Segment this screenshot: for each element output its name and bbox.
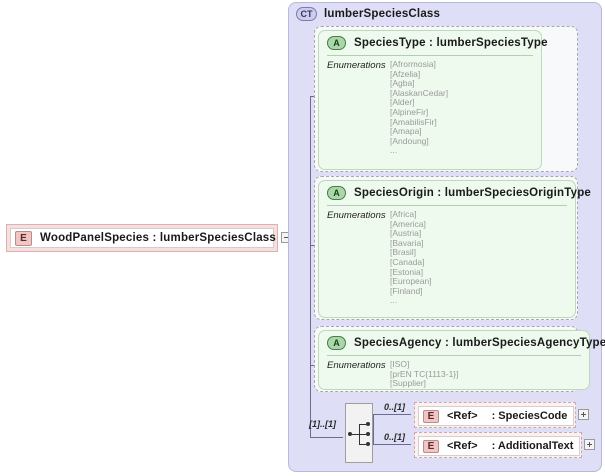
attribute-header-0: A SpeciesType : lumberSpeciesType <box>327 36 548 50</box>
attribute-title-1: SpeciesOrigin : lumberSpeciesOriginType <box>354 187 592 199</box>
enumeration-value: [Finland] <box>390 285 423 296</box>
enumeration-value: [AlaskanCedar] <box>390 87 449 98</box>
attribute-box-1[interactable]: A SpeciesOrigin : lumberSpeciesOriginTyp… <box>318 180 591 318</box>
enumeration-value: [Afrormosia] <box>390 59 436 69</box>
ref-element-wrapper-0: E <Ref> : SpeciesCode <box>414 402 576 428</box>
ref-cardinality-1: 0..[1] <box>384 432 406 442</box>
enumeration-value: [Supplier] <box>390 378 426 389</box>
element-badge-icon: E <box>423 409 439 423</box>
element-badge-icon: E <box>15 230 32 246</box>
element-badge-icon: E <box>423 439 439 453</box>
ref-element-box-0[interactable]: E <Ref> : SpeciesCode <box>418 406 574 426</box>
root-element-box[interactable]: E WoodPanelSpecies : lumberSpeciesClass <box>6 224 278 252</box>
attribute-rule-1 <box>327 205 567 206</box>
enumeration-value: ... <box>390 145 398 156</box>
ref-cardinality-0: 0..[1] <box>384 402 406 412</box>
attribute-rule-2 <box>327 355 581 356</box>
enumeration-value: [America] <box>390 218 426 229</box>
sequence-dot-1 <box>366 432 370 436</box>
ref-element-name-1: <Ref> <box>447 440 478 452</box>
enumeration-value: [AlpineFir] <box>390 106 429 117</box>
complextype-badge-icon: CT <box>296 7 317 21</box>
enumeration-value: [ISO] <box>390 359 410 369</box>
sequence-branch-2 <box>359 444 366 445</box>
enumeration-value: [prEN TC{1113-1}] <box>390 368 459 379</box>
enumeration-value: [Africa] <box>390 209 417 219</box>
attribute-group-wrapper-2: A SpeciesAgency : lumberSpeciesAgencyTyp… <box>314 326 605 392</box>
enumeration-value: ... <box>390 295 398 306</box>
complextype-header: CT lumberSpeciesClass <box>296 7 440 21</box>
ref-expand-toggle-1[interactable] <box>584 439 595 450</box>
sequence-branch-1 <box>359 434 366 435</box>
enumeration-value: [Canada] <box>390 256 425 267</box>
enumerations-label-1: Enumerations <box>327 210 386 221</box>
attribute-badge-icon: A <box>327 336 346 350</box>
enumerations-values-2: [ISO][prEN TC{1113-1}][Supplier] <box>390 359 459 389</box>
attribute-badge-icon: A <box>327 186 346 200</box>
ref-element-box-1[interactable]: E <Ref> : AdditionalText <box>418 436 580 456</box>
enumeration-value: [Agba] <box>390 78 415 89</box>
enumerations-values-1: [Africa][America][Austria][Bavaria][Bras… <box>390 209 432 306</box>
enumeration-value: [Austria] <box>390 228 422 239</box>
ref-element-type-1: : AdditionalText <box>491 440 574 452</box>
ref-element-name-0: <Ref> <box>447 410 478 422</box>
root-element-label: WoodPanelSpecies : lumberSpeciesClass <box>40 232 276 244</box>
ref-expand-toggle-0[interactable] <box>578 409 589 420</box>
attribute-box-2[interactable]: A SpeciesAgency : lumberSpeciesAgencyTyp… <box>318 330 605 390</box>
sequence-compositor-icon[interactable] <box>345 403 373 463</box>
ref-element-type-0: : SpeciesCode <box>491 410 568 422</box>
attribute-rule-0 <box>327 55 533 56</box>
enumeration-value: [Andoung] <box>390 135 429 146</box>
enumeration-value: [Amapa] <box>390 126 422 137</box>
attribute-group-wrapper-0: A SpeciesType : lumberSpeciesType Enumer… <box>314 26 578 172</box>
attribute-header-1: A SpeciesOrigin : lumberSpeciesOriginTyp… <box>327 186 591 200</box>
root-element-inner: E WoodPanelSpecies : lumberSpeciesClass <box>10 228 276 248</box>
connector-to-ref-0 <box>373 414 411 415</box>
sequence-stem <box>352 434 359 435</box>
attribute-badge-icon: A <box>327 36 346 50</box>
sequence-dot-in <box>348 432 352 436</box>
enumeration-value: [Afzelia] <box>390 68 421 79</box>
sequence-dot-2 <box>366 442 370 446</box>
branch-to-sequence <box>310 437 343 438</box>
enumerations-label-2: Enumerations <box>327 360 386 371</box>
sequence-branch-0 <box>359 424 366 425</box>
sequence-cardinality: [1]..[1] <box>309 419 336 429</box>
attribute-title-2: SpeciesAgency : lumberSpeciesAgencyType <box>354 337 605 349</box>
attribute-box-0[interactable]: A SpeciesType : lumberSpeciesType Enumer… <box>318 30 547 170</box>
attribute-group-wrapper-1: A SpeciesOrigin : lumberSpeciesOriginTyp… <box>314 176 591 320</box>
sequence-dot-0 <box>366 422 370 426</box>
enumeration-value: [Alder] <box>390 97 415 108</box>
enumeration-value: [Brasil] <box>390 247 416 258</box>
enumeration-value: [AmabilisFir] <box>390 116 437 127</box>
complextype-title: lumberSpeciesClass <box>324 8 441 20</box>
attribute-title-0: SpeciesType : lumberSpeciesType <box>354 37 548 49</box>
sequence-fanout-spine <box>373 414 374 444</box>
connector-to-ref-1 <box>373 444 411 445</box>
enumeration-value: [European] <box>390 276 432 287</box>
enumeration-value: [Estonia] <box>390 266 424 277</box>
enumerations-values-0: [Afrormosia][Afzelia][Agba][AlaskanCedar… <box>390 59 449 156</box>
ct-trunk-line <box>310 96 311 437</box>
enumerations-label-0: Enumerations <box>327 60 386 71</box>
enumeration-value: [Bavaria] <box>390 237 424 248</box>
ref-element-wrapper-1: E <Ref> : AdditionalText <box>414 432 582 458</box>
attribute-header-2: A SpeciesAgency : lumberSpeciesAgencyTyp… <box>327 336 605 350</box>
